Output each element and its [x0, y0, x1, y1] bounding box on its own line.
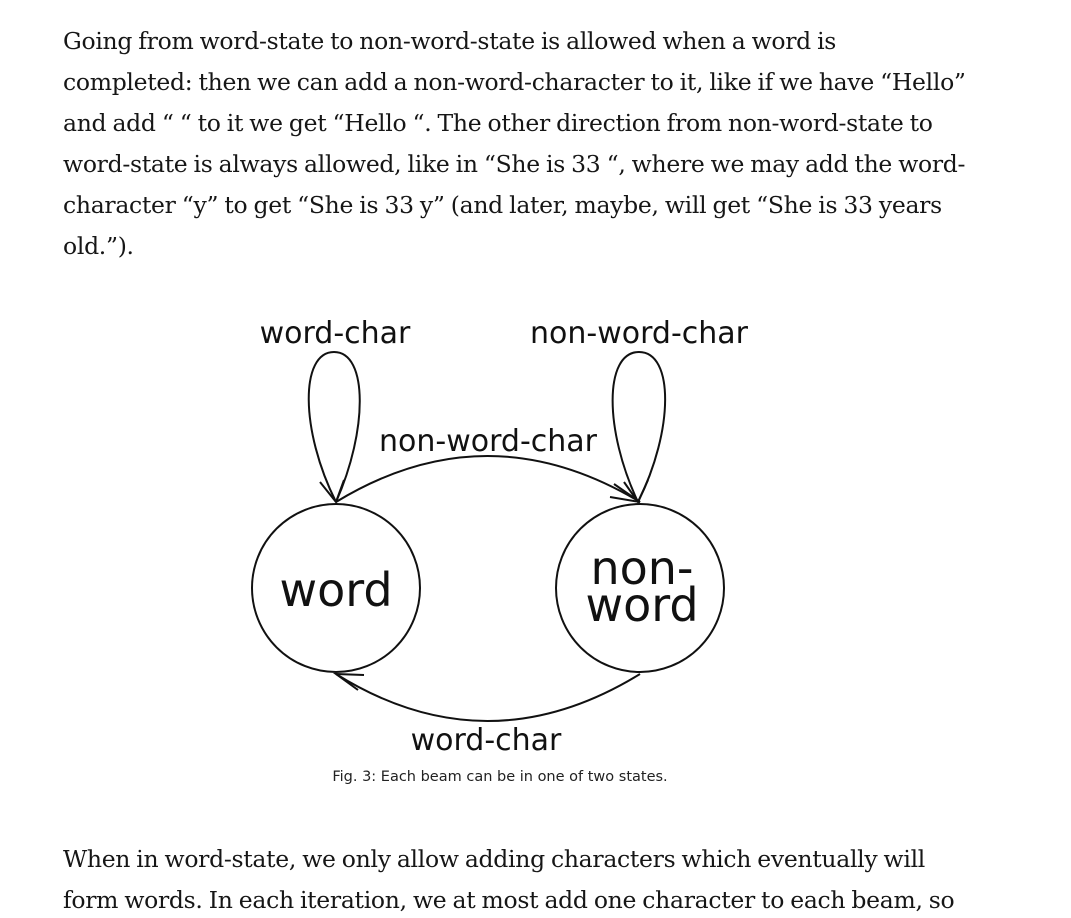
arrowhead-word-to-non-word: [609, 483, 641, 503]
arrowhead-non-word-to-word: [332, 672, 365, 691]
state-non-word-node: [555, 503, 725, 673]
state-non-word-label-line1: non-: [590, 541, 693, 595]
text-line: word-state is always allowed, like in “S…: [63, 150, 966, 178]
edge-word-self-loop: [307, 350, 361, 503]
text-line: completed: then we can add a non-word-ch…: [63, 68, 966, 96]
text-line: When in word-state, we only allow adding…: [63, 845, 925, 873]
edge-label-non-word-self-loop: non-word-char: [530, 316, 749, 351]
state-diagram: word non- word word-char non-word-char n…: [251, 316, 749, 785]
paragraph-intro: Going from word-state to non-word-state …: [63, 21, 966, 267]
text-line: form words. In each iteration, we at mos…: [63, 886, 955, 914]
text-line: and add “ “ to it we get “Hello “. The o…: [63, 109, 933, 137]
edge-word-to-non-word: [335, 455, 641, 503]
paragraph-word-state: When in word-state, we only allow adding…: [63, 839, 963, 918]
state-non-word-label-line2: word: [585, 578, 698, 632]
edge-label-word-to-non-word: non-word-char: [379, 424, 598, 459]
edge-label-word-self-loop: word-char: [260, 316, 411, 351]
text-line: old.”).: [63, 232, 134, 260]
text-line: character “y” to get “She is 33 y” (and …: [63, 191, 942, 219]
state-diagram-figure: word non- word word-char non-word-char n…: [0, 290, 1071, 820]
state-word-label: word: [279, 563, 392, 617]
figure-caption: Fig. 3: Each beam can be in one of two s…: [332, 769, 667, 785]
text-line: Going from word-state to non-word-state …: [63, 27, 837, 55]
edge-non-word-self-loop: [611, 350, 667, 503]
state-word-node: [251, 503, 421, 673]
edge-label-non-word-to-word: word-char: [411, 723, 562, 758]
edge-non-word-to-word: [335, 673, 641, 722]
